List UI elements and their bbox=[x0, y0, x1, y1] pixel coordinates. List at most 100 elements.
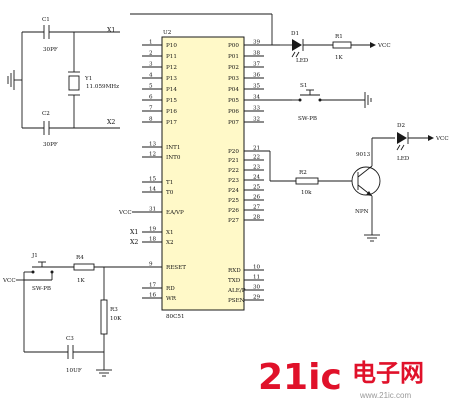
pin-number: 8 bbox=[149, 117, 153, 123]
pin-number: 39 bbox=[253, 40, 261, 46]
pin-number: 35 bbox=[253, 84, 261, 90]
pin-name: EA/VP bbox=[166, 210, 184, 216]
resistor-r1 bbox=[332, 41, 352, 49]
reset-circuit: VCC J1 SW-PB R4 1K R3 10K C3 10UF bbox=[2, 253, 162, 377]
pin-name: WR bbox=[166, 296, 177, 302]
pin-number: 11 bbox=[253, 275, 260, 281]
x1-net-label-chip: X1 bbox=[130, 229, 138, 236]
pin-name: ALE/P bbox=[227, 288, 246, 294]
pin-number: 4 bbox=[149, 73, 153, 79]
resistor-r4 bbox=[73, 263, 95, 271]
pin-number: 22 bbox=[253, 155, 261, 161]
pin-name: P21 bbox=[228, 158, 239, 164]
pin-number: 23 bbox=[253, 165, 261, 171]
pin-number: 2 bbox=[149, 51, 153, 57]
r3-ref: R3 bbox=[110, 307, 118, 313]
pin-name: X2 bbox=[166, 240, 174, 246]
pin-name: P13 bbox=[166, 76, 177, 82]
pin-number: 5 bbox=[149, 84, 153, 90]
pin-number: 6 bbox=[149, 95, 153, 101]
pin-number: 34 bbox=[253, 95, 261, 101]
pin-number: 38 bbox=[253, 51, 261, 57]
pin-name: P05 bbox=[228, 98, 239, 104]
c2-value: 30PF bbox=[43, 142, 58, 148]
x1-net-label-left: X1 bbox=[107, 27, 115, 34]
pin-number: 9 bbox=[149, 262, 153, 268]
pin-number: 37 bbox=[253, 62, 261, 68]
j1-value: SW-PB bbox=[32, 286, 51, 292]
pin-number: 16 bbox=[149, 293, 157, 299]
watermark-cn: 电子网 bbox=[352, 359, 424, 387]
mcu-right-pins: 39P0038P0137P0236P0335P0434P0533P0632P07… bbox=[227, 40, 264, 304]
watermark-brand: 21ic bbox=[258, 357, 342, 398]
c2-ref: C2 bbox=[42, 111, 50, 117]
pin-number: 36 bbox=[253, 73, 261, 79]
pin-number: 1 bbox=[149, 40, 153, 46]
pin-number: 31 bbox=[149, 207, 156, 213]
pin-name: P16 bbox=[166, 109, 177, 115]
pin-number: 7 bbox=[149, 106, 153, 112]
d1-ref: D1 bbox=[291, 31, 299, 37]
q1-value: NPN bbox=[355, 209, 369, 215]
r1-value: 1K bbox=[335, 55, 344, 61]
pin-number: 24 bbox=[253, 175, 261, 181]
pin-name: P14 bbox=[166, 87, 177, 93]
pin-number: 21 bbox=[253, 146, 260, 152]
pin-number: 18 bbox=[149, 237, 157, 243]
pin-name: P27 bbox=[228, 218, 239, 224]
pin-number: 27 bbox=[253, 205, 261, 211]
vcc-label-d1: VCC bbox=[377, 43, 391, 49]
s1-value: SW-PB bbox=[298, 116, 317, 122]
pin-name: INT1 bbox=[166, 145, 180, 151]
pin-number: 19 bbox=[149, 227, 157, 233]
pin-number: 33 bbox=[253, 106, 261, 112]
c3-ref: C3 bbox=[66, 336, 74, 342]
s1-ref: S1 bbox=[300, 83, 307, 89]
pin-number: 12 bbox=[149, 152, 157, 158]
d2-ref: D2 bbox=[397, 123, 405, 129]
pin-name: TXD bbox=[228, 278, 241, 284]
pin-name: P11 bbox=[166, 54, 177, 60]
x2-net-label-left: X2 bbox=[107, 119, 115, 126]
pin-name: P06 bbox=[228, 109, 239, 115]
pin-name: RXD bbox=[228, 268, 241, 274]
pin-name: P00 bbox=[228, 43, 239, 49]
pin-number: 17 bbox=[149, 283, 157, 289]
r2-value: 10k bbox=[301, 190, 312, 196]
c1-value: 30PF bbox=[43, 47, 58, 53]
pin-name: P17 bbox=[166, 120, 177, 126]
switch-s1-circuit: S1 SW-PB bbox=[244, 83, 372, 122]
crystal-circuit: C1 30PF X1 C2 30PF X2 Y1 11.059MHz bbox=[7, 17, 120, 148]
mcu-part: 80C51 bbox=[166, 314, 185, 320]
diode-d2-icon bbox=[397, 132, 407, 144]
r3-value: 10K bbox=[110, 316, 122, 322]
pin-name: P23 bbox=[228, 178, 239, 184]
resistor-r2 bbox=[295, 177, 319, 185]
pin-name: P10 bbox=[166, 43, 177, 49]
pin-name: RESET bbox=[166, 265, 186, 271]
vcc-label-d2: VCC bbox=[435, 136, 449, 142]
x2-net-label-chip: X2 bbox=[130, 239, 138, 246]
pin-name: P03 bbox=[228, 76, 239, 82]
pin-name: P15 bbox=[166, 98, 177, 104]
pin-number: 25 bbox=[253, 185, 261, 191]
pin-name: P20 bbox=[228, 149, 239, 155]
